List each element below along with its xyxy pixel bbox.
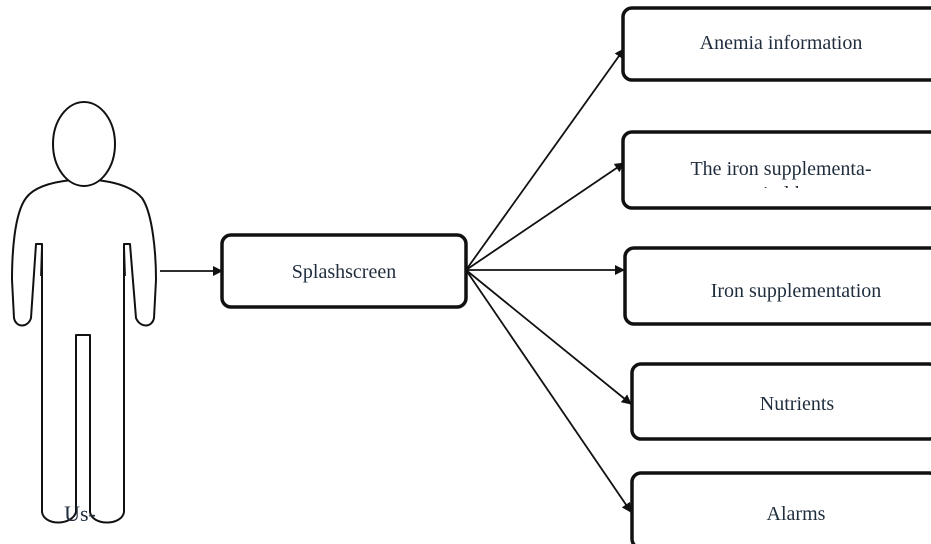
alarms-label: Alarms <box>767 503 826 525</box>
iron-supplementation-label: Iron supplementation <box>711 280 882 302</box>
iron-supplementation-info-node: The iron supplementa- ti t l k <box>621 130 931 210</box>
iron-supplementation-node: Iron supplementation <box>623 246 931 326</box>
splashscreen-node: Splashscreen <box>220 233 468 309</box>
edge-to-alarms <box>465 269 632 513</box>
anemia-information-label: Anemia information <box>700 32 863 54</box>
iron-supplementation-info-label-cut: ti t l k <box>757 183 804 205</box>
edges <box>160 48 632 513</box>
edge-to-nutrients <box>465 269 632 405</box>
edge-to-anemia-information <box>465 48 625 271</box>
alarms-node: Alarms <box>630 471 931 544</box>
splashscreen-label: Splashscreen <box>292 261 396 283</box>
nutrients-label: Nutrients <box>760 393 835 415</box>
nutrients-node: Nutrients <box>630 362 931 441</box>
user-label: Us- <box>64 501 96 526</box>
user-figure-icon <box>11 101 157 524</box>
anemia-information-node: Anemia information <box>621 6 931 82</box>
iron-supplementation-info-label: The iron supplementa- <box>690 158 871 180</box>
edge-to-iron-supplementation-info <box>465 162 625 271</box>
